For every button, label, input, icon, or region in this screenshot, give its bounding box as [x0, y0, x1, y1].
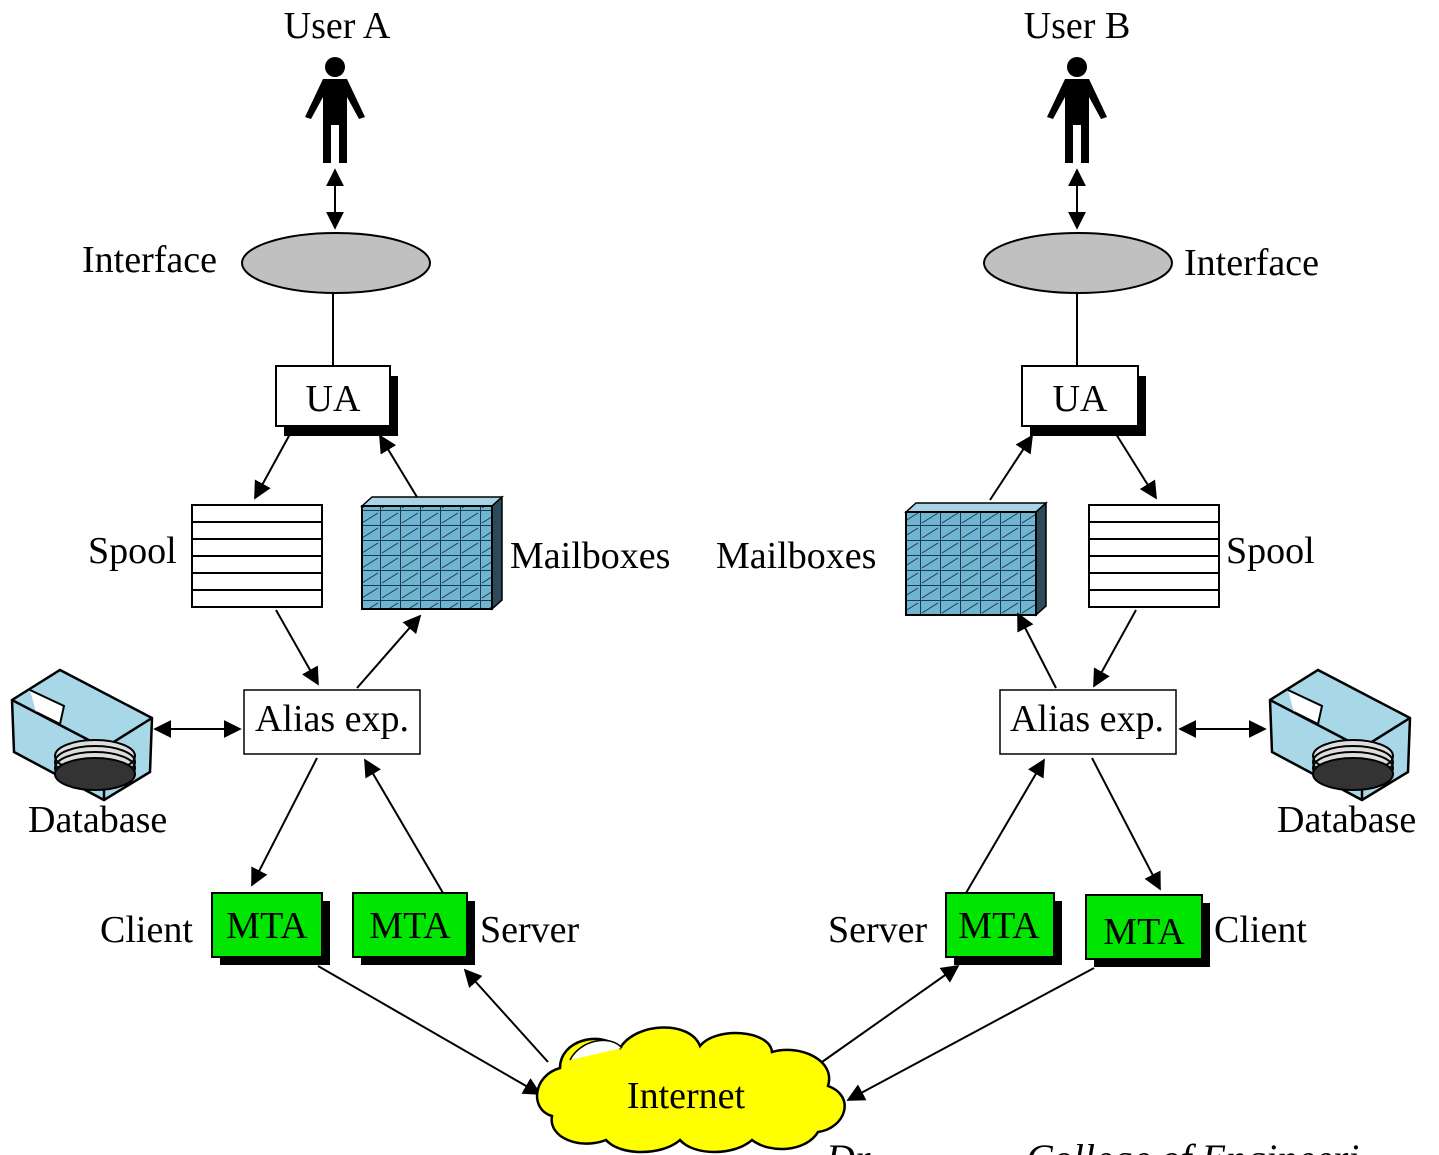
- client-mta-a-label: MTA: [226, 905, 308, 947]
- internet-label: Internet: [627, 1075, 746, 1117]
- database-a-label: Database: [28, 799, 167, 841]
- server-mta-b-label: MTA: [958, 905, 1040, 947]
- user-a-label: User A: [284, 5, 391, 47]
- client-mta-b-label: MTA: [1103, 911, 1185, 953]
- database-a-disk-drive-icon: [10, 668, 154, 802]
- interface-a-label: Interface: [82, 239, 217, 281]
- alias-b-mailbox-arrow: [1017, 612, 1057, 689]
- database-b-label: Database: [1277, 799, 1416, 841]
- spool-b-stack: [1088, 504, 1220, 608]
- spool-b-label: Spool: [1226, 530, 1315, 572]
- ua-a-box: UA: [275, 365, 398, 436]
- server-mta-a-box: MTA: [352, 892, 475, 965]
- alias-a-label: Alias exp.: [255, 698, 409, 740]
- user-a-person-icon: [305, 57, 365, 163]
- server-b-label: Server: [828, 909, 928, 951]
- internet-server-b-arrow: [821, 964, 960, 1063]
- mailboxes-b-label: Mailboxes: [716, 535, 876, 577]
- alias-b-label: Alias exp.: [1010, 698, 1164, 740]
- mailboxes-a-label: Mailboxes: [510, 535, 670, 577]
- footer-text: Dr. ..... ....... College of Engineeri..…: [825, 1136, 1389, 1155]
- mailbox-a-ua-arrow: [379, 434, 421, 503]
- mailbox-b-ua-arrow: [989, 434, 1033, 501]
- server-a-label: Server: [480, 909, 580, 951]
- alias-a-box: Alias exp.: [243, 689, 421, 755]
- client-mta-b-box: MTA: [1085, 894, 1210, 967]
- ua-a-label: UA: [306, 378, 361, 420]
- mailboxes-a-grid: [360, 495, 504, 611]
- client-b-internet-arrow: [846, 967, 1095, 1101]
- alias-a-client-arrow: [251, 757, 318, 887]
- ua-a-spool-arrow: [254, 433, 291, 500]
- spool-a-label: Spool: [88, 530, 177, 572]
- user-b-person-icon: [1047, 57, 1107, 163]
- internet-cloud-icon: [535, 1026, 846, 1154]
- mailboxes-b-grid: [904, 501, 1048, 617]
- alias-b-box: Alias exp.: [999, 689, 1177, 755]
- alias-a-mailbox-arrow: [356, 614, 422, 689]
- ua-b-spool-arrow: [1115, 433, 1157, 500]
- server-mta-b-box: MTA: [945, 892, 1062, 965]
- server-a-alias-arrow: [364, 758, 444, 894]
- user-b-label: User B: [1024, 5, 1131, 47]
- spool-b-alias-arrow: [1093, 609, 1137, 688]
- spool-a-alias-arrow: [275, 609, 319, 686]
- interface-b-label: Interface: [1184, 242, 1319, 284]
- client-mta-a-box: MTA: [211, 892, 330, 965]
- client-b-label: Client: [1214, 909, 1307, 951]
- server-b-alias-arrow: [965, 758, 1045, 894]
- server-mta-a-label: MTA: [369, 905, 451, 947]
- ua-b-box: UA: [1021, 365, 1146, 436]
- client-a-label: Client: [100, 909, 193, 951]
- internet-server-a-arrow: [463, 968, 549, 1063]
- ua-b-label: UA: [1053, 378, 1108, 420]
- interface-a-ellipse: [241, 232, 431, 294]
- alias-b-client-arrow: [1091, 757, 1161, 891]
- client-a-internet-arrow: [317, 965, 542, 1095]
- spool-a-stack: [191, 504, 323, 608]
- database-b-disk-drive-icon: [1268, 668, 1412, 802]
- interface-b-ellipse: [983, 232, 1173, 294]
